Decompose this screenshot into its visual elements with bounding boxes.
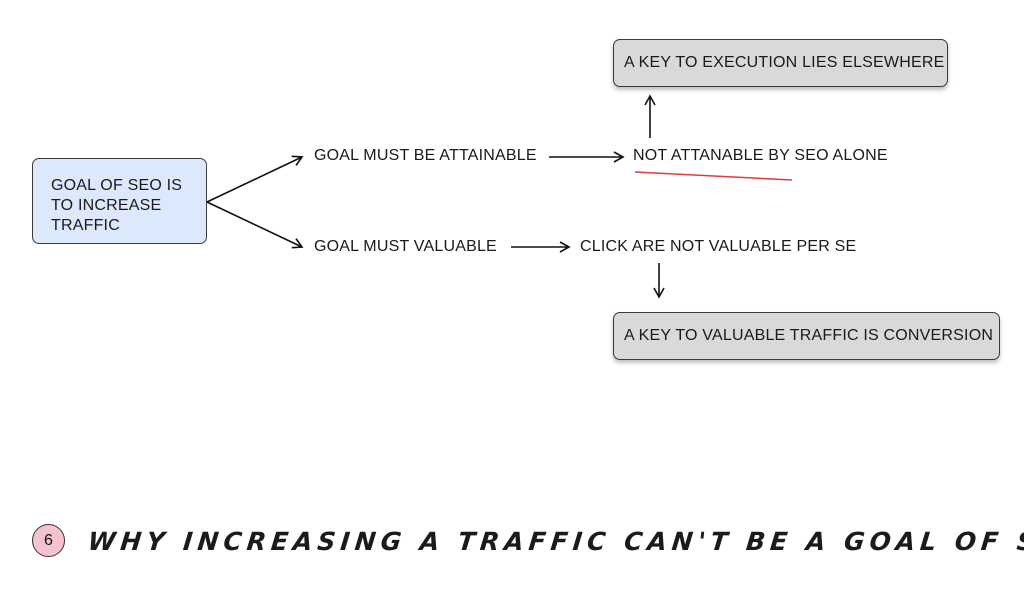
- key-conversion-label: A KEY TO VALUABLE TRAFFIC IS CONVERSION: [624, 327, 994, 344]
- start-node-line-3: TRAFFIC: [51, 217, 120, 234]
- question-title: WHY INCREASING A TRAFFIC CAN'T BE A GOAL…: [86, 527, 1024, 556]
- key-execution-node: A KEY TO EXECUTION LIES ELSEWHERE: [613, 39, 948, 87]
- not-attainable-label: NOT ATTANABLE BY SEO ALONE: [633, 147, 888, 164]
- start-node-seo-goal: GOAL OF SEO IS TO INCREASE TRAFFIC: [32, 158, 207, 244]
- branch-valuable-label: GOAL MUST VALUABLE: [314, 238, 497, 255]
- clicks-not-valuable-label: CLICK ARE NOT VALUABLE PER SE: [580, 238, 857, 255]
- start-node-line-1: GOAL OF SEO IS: [51, 177, 183, 194]
- arrow-to-attainable: [206, 155, 304, 203]
- step-number-badge: 6: [32, 524, 65, 557]
- start-node-line-2: TO INCREASE: [51, 197, 162, 214]
- arrow-to-valuable: [206, 201, 304, 249]
- step-number: 6: [44, 531, 53, 549]
- branch-attainable-label: GOAL MUST BE ATTAINABLE: [314, 147, 537, 164]
- red-underline: [634, 171, 793, 181]
- key-conversion-node: A KEY TO VALUABLE TRAFFIC IS CONVERSION: [613, 312, 1000, 360]
- key-execution-label: A KEY TO EXECUTION LIES ELSEWHERE: [624, 54, 945, 71]
